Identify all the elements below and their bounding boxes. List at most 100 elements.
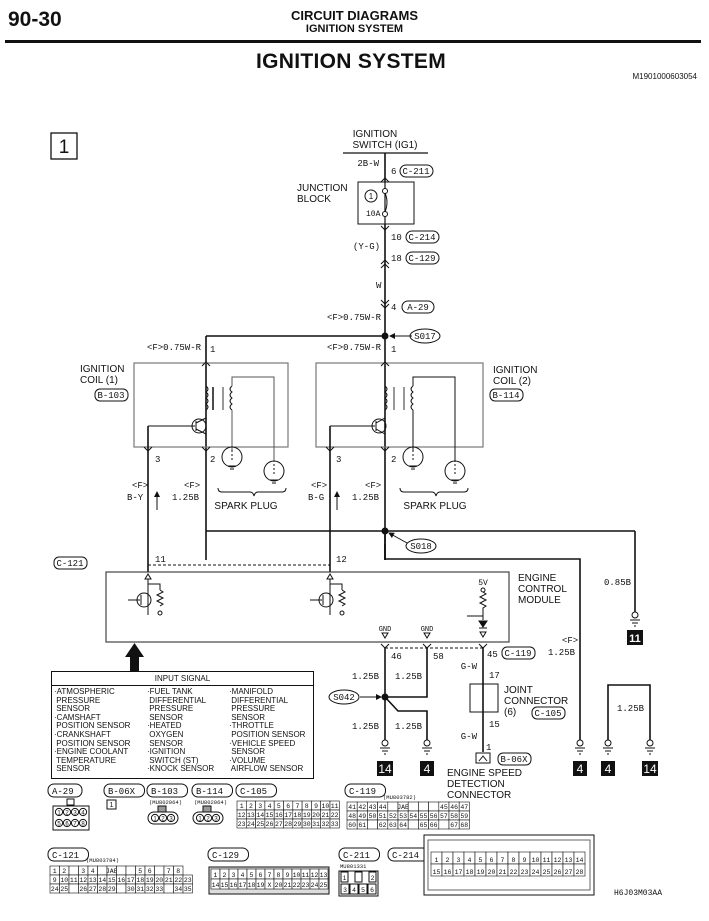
pin-number: 2 xyxy=(223,872,227,879)
pin-18: 18 xyxy=(391,254,402,264)
ecm-gnd-2: GND xyxy=(421,626,434,634)
pin-number: 20 xyxy=(312,812,320,819)
connector-tag-c105 xyxy=(531,706,566,720)
input-signal-col-2: ·FUEL TANK DIFFERENTIAL PRESSURE SENSOR … xyxy=(147,687,215,774)
pin-number: 19 xyxy=(257,882,265,889)
pin-cell xyxy=(62,818,72,828)
pin-number: 12 xyxy=(79,877,87,884)
ground-number-tag xyxy=(601,761,615,776)
coil1-transformer-icon xyxy=(205,376,275,462)
svg-text:B-114: B-114 xyxy=(492,391,519,401)
pin-number: 19 xyxy=(303,812,311,819)
splice-s018 xyxy=(405,538,437,554)
pin-number: 20 xyxy=(275,882,283,889)
pin-number: 65 xyxy=(420,822,428,829)
coil2-wire-3: B-G xyxy=(308,493,324,503)
pin-cell xyxy=(150,813,160,823)
svg-text:B-06X: B-06X xyxy=(500,755,528,765)
pin-number: 1 xyxy=(343,875,347,882)
wire-125b-c: 1.25B xyxy=(352,722,380,732)
fuse-icon xyxy=(382,188,388,194)
ground-number-tag xyxy=(642,761,658,776)
ecm-pin-45: 45 xyxy=(487,650,498,660)
pin-number: 12 xyxy=(238,812,246,819)
pin-number: 21 xyxy=(284,882,292,889)
pin-cell xyxy=(428,801,440,812)
pin-number: 22 xyxy=(293,882,301,889)
pin-cell xyxy=(154,865,165,876)
ground-wire-58 xyxy=(385,648,428,698)
pin-number: 53 xyxy=(399,813,407,820)
pin-number: 28 xyxy=(284,821,292,828)
coil2-label: IGNITION xyxy=(493,365,537,376)
pin-number: 14 xyxy=(212,882,220,889)
pin-number: 20 xyxy=(488,869,496,876)
pin-number: 1 xyxy=(240,803,244,810)
pin-number: 3 xyxy=(81,868,85,875)
pin-number: 58 xyxy=(450,813,458,820)
pin-number: 41 xyxy=(348,804,356,811)
joint-label-2: CONNECTOR xyxy=(504,696,568,707)
engine-control-module-box xyxy=(105,571,510,643)
connector-b06x-face xyxy=(106,799,117,810)
pin-number: 11 xyxy=(331,803,339,810)
pin-number: 3 xyxy=(214,816,218,822)
pin-cell xyxy=(68,865,79,876)
connector-b103-label: B-103 xyxy=(151,787,178,797)
pin-cell xyxy=(203,813,213,823)
pin-number: 3 xyxy=(457,857,461,864)
pin-number: 48 xyxy=(348,813,356,820)
splice-s017-dot xyxy=(381,332,389,340)
connector-c119-part: (MU803782) xyxy=(383,794,416,801)
splice-s018-dot xyxy=(381,527,389,535)
svg-text:C-121: C-121 xyxy=(56,559,83,569)
pin-number: 4 xyxy=(81,810,85,816)
pin-number: 1 xyxy=(214,872,218,879)
connector-tag-c119 xyxy=(501,646,536,660)
pin-number: 1 xyxy=(153,816,157,822)
pin-number: 8 xyxy=(81,821,85,827)
pin-number: 27 xyxy=(89,886,97,893)
connector-tag-c211 xyxy=(399,164,434,178)
pin-4: 4 xyxy=(391,303,396,313)
ground-number: 4 xyxy=(577,762,584,776)
pin-cell xyxy=(438,819,450,830)
ecm-gnd-1: GND xyxy=(379,626,392,634)
joint-connector-box xyxy=(469,683,499,713)
ecm-label: ENGINE xyxy=(518,573,557,584)
pin-cell xyxy=(158,813,168,823)
pin-number: 3 xyxy=(343,887,347,894)
splice-s042-dot xyxy=(381,693,389,701)
pin-cell xyxy=(367,819,378,830)
coil2-pin-1: 1 xyxy=(391,345,396,355)
pin-number: 17 xyxy=(127,877,135,884)
esd-label-2: DETECTION xyxy=(447,779,505,790)
pin-cell xyxy=(54,807,64,817)
pin-cell xyxy=(78,807,88,817)
coil2-wire-3-f: <F> xyxy=(311,481,327,491)
pin-number: 9 xyxy=(53,877,57,884)
pin-number: 18 xyxy=(248,882,256,889)
ground-number: 4 xyxy=(424,762,431,776)
pin-number: 52 xyxy=(389,813,397,820)
pin-number: 54 xyxy=(409,813,417,820)
pin-number: 29 xyxy=(294,821,302,828)
svg-text:S017: S017 xyxy=(414,332,436,342)
wire-f-label: <F> xyxy=(562,636,578,646)
pin-number: 7 xyxy=(501,857,505,864)
coil2-transformer-icon xyxy=(384,376,456,462)
pin-number: 34 xyxy=(174,886,182,893)
sheet-number-box xyxy=(50,132,78,160)
pin-number: 30 xyxy=(127,886,135,893)
input-signal-arrow xyxy=(130,655,139,671)
ignition-switch-label: IGNITION xyxy=(353,129,397,140)
pin-number: 68 xyxy=(460,822,468,829)
pin-number: 14 xyxy=(576,857,584,864)
pin-cell xyxy=(407,801,419,812)
connector-tag-c121 xyxy=(53,556,88,570)
coil1-spark-plug-label: SPARK PLUG xyxy=(214,501,277,512)
pin-number: 33 xyxy=(331,821,339,828)
